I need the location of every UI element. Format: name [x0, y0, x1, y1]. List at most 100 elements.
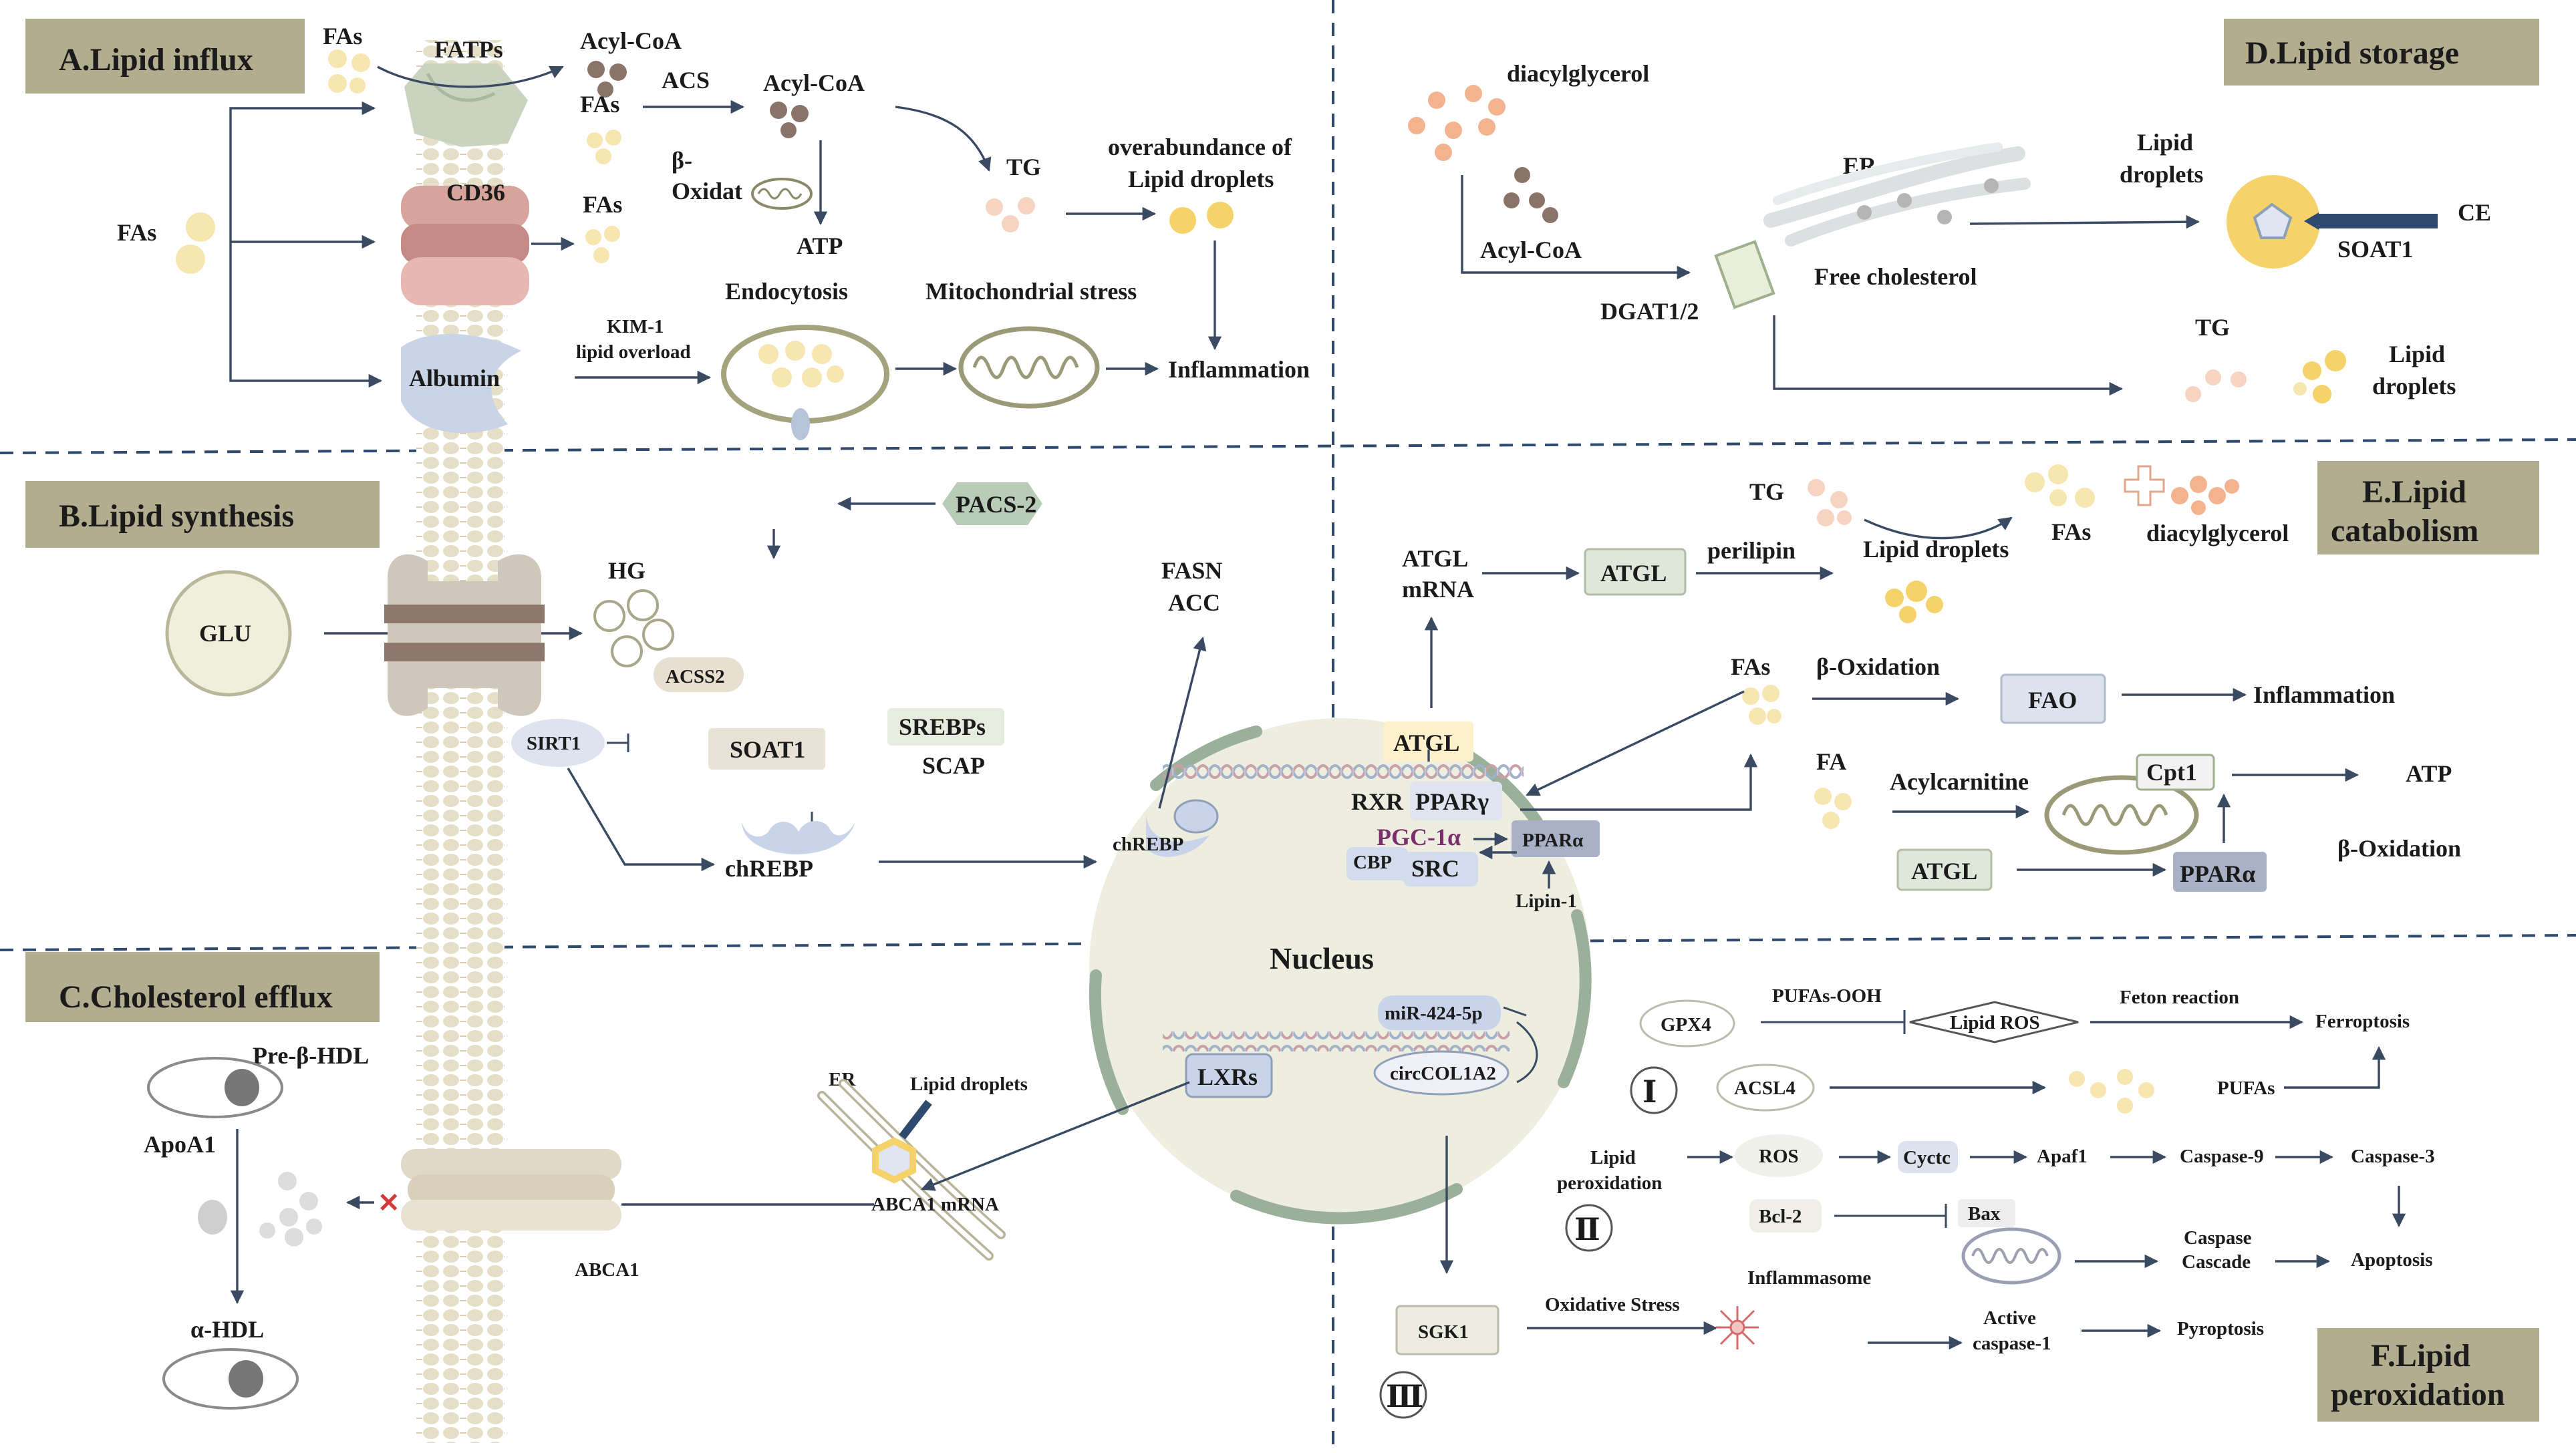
chrebp-nucleus-icon — [1173, 799, 1219, 834]
mir424-box — [1378, 995, 1501, 1030]
tg-e-label: TG — [1749, 478, 1784, 505]
oxidative-stress-label: Oxidative Stress — [1545, 1294, 1680, 1315]
src-box — [1403, 852, 1478, 886]
pufas-label: PUFAs — [2217, 1078, 2275, 1099]
panel-d: D.Lipid storage diacylglycerol Acyl-CoA … — [1408, 19, 2539, 403]
oxidat-label: Oxidat — [672, 178, 742, 204]
caspase1-label: caspase-1 — [1973, 1333, 2051, 1354]
acsl4-ellipse — [1716, 1064, 1815, 1112]
fas-left-label: FAs — [117, 219, 156, 246]
atp-label: ATP — [797, 232, 843, 259]
kim1-label: KIM-1 — [607, 316, 664, 337]
mitochondrion-small-icon — [751, 178, 813, 210]
perilipin-label: perilipin — [1707, 537, 1796, 564]
pacs2-badge — [942, 482, 1042, 525]
acylcoa-d-label: Acyl-CoA — [1480, 236, 1582, 263]
soat1-b-box — [708, 728, 825, 770]
bax-box — [1958, 1199, 2015, 1227]
roman1-label: Ⅰ — [1642, 1075, 1657, 1109]
apaf1-label: Apaf1 — [2037, 1146, 2088, 1167]
lxrs-box — [1185, 1053, 1273, 1098]
circcol-ellipse — [1373, 1050, 1510, 1096]
er-d-icon — [1714, 142, 2031, 309]
fatps-label: FATPs — [434, 36, 503, 63]
cbp-box — [1346, 847, 1408, 880]
ppar-gamma-box — [1410, 782, 1502, 820]
ppar-alpha-e-box — [2173, 852, 2267, 892]
mitochondrion-icon — [958, 326, 1100, 409]
cbp-label: CBP — [1353, 852, 1392, 873]
lxrs-label: LXRs — [1197, 1064, 1258, 1090]
glu-label: GLU — [199, 620, 251, 647]
droplets-d1-label: droplets — [2120, 161, 2203, 188]
section-c-box — [25, 952, 380, 1022]
lipid-d2-label: Lipid — [2389, 341, 2445, 367]
fa-droplets-top — [328, 49, 370, 94]
lipid-ros-diamond — [1909, 1001, 2079, 1043]
section-e-box — [2317, 461, 2539, 554]
ros-label: ROS — [1759, 1146, 1799, 1167]
acylcoa-top-label: Acyl-CoA — [580, 27, 682, 54]
fa-e-dots — [1814, 788, 1852, 829]
fas-cd36-label: FAs — [583, 191, 622, 218]
section-f-box — [2317, 1328, 2539, 1422]
pufas-ooh-label: PUFAs-OOH — [1772, 985, 1882, 1007]
acsl4-label: ACSL4 — [1734, 1078, 1796, 1099]
fa-droplets-mid — [587, 130, 621, 164]
pyroptosis-label: Pyroptosis — [2177, 1318, 2264, 1339]
atgl-mrna-line1: ATGL — [1402, 545, 1468, 572]
peroxidation-f-label: peroxidation — [1557, 1172, 1662, 1194]
acyl-coa-dots-top — [587, 61, 627, 98]
lipid-droplets-e-label: Lipid droplets — [1863, 536, 2009, 562]
ppar-alpha-e-label: PPARα — [2180, 860, 2255, 887]
dgat-label: DGAT1/2 — [1600, 298, 1699, 325]
panel-f: F.Lipid peroxidation GPX4 PUFAs-OOH Lipi… — [1379, 985, 2539, 1422]
atp-e-label: ATP — [2406, 760, 2452, 787]
srebps-box — [887, 708, 1004, 746]
acyl-coa-dots-mid — [770, 102, 809, 138]
fa-droplets-cd36 — [585, 226, 620, 263]
glu-circle — [165, 570, 292, 697]
feton-label: Feton reaction — [2120, 987, 2239, 1008]
fas-top-label: FAs — [323, 23, 362, 49]
mitochondrion-e-icon — [2044, 775, 2199, 855]
bcl2-label: Bcl-2 — [1759, 1206, 1802, 1227]
srebps-label: SREBPs — [899, 713, 986, 740]
inflammation-e-label: Inflammation — [2253, 681, 2395, 708]
atgl-nuc-box — [1383, 721, 1473, 762]
section-b-box — [25, 481, 380, 548]
caspase-cascade-line2: Cascade — [2182, 1251, 2251, 1273]
glucose-transporter — [384, 554, 545, 716]
apoa1-label: ApoA1 — [144, 1131, 216, 1158]
acss2-label: ACSS2 — [666, 666, 725, 687]
lipid-droplets-yellow — [1169, 202, 1234, 234]
atgl-e2-label: ATGL — [1911, 858, 1977, 884]
tg-d-dots — [2185, 369, 2247, 402]
caspase-cascade-line1: Caspase — [2184, 1227, 2252, 1249]
ppar-alpha-nuc-label: PPARα — [1522, 830, 1583, 851]
panel-c: C.Cholesterol efflux Pre-β-HDL ApoA1 ✕ α… — [25, 952, 1190, 1410]
fao-box — [2000, 673, 2106, 724]
atgl-e-box — [1584, 548, 1687, 596]
section-a-box — [25, 19, 305, 94]
dna-strand-upper — [1163, 764, 1524, 784]
beta-oxidation-e-label: β-Oxidation — [1816, 653, 1940, 680]
albumin-shape — [401, 333, 521, 434]
scap-label: SCAP — [922, 752, 985, 779]
atgl-e2-box — [1896, 848, 1993, 891]
fao-label: FAO — [2028, 687, 2077, 713]
sirt1-label: SIRT1 — [527, 733, 581, 754]
gpx4-label: GPX4 — [1661, 1014, 1711, 1035]
roman3-label: Ⅲ — [1386, 1380, 1423, 1414]
mir424-label: miR-424-5p — [1385, 1003, 1483, 1024]
lipid-overload-label: lipid overload — [576, 341, 691, 363]
roman3-circle — [1379, 1371, 1427, 1419]
acylcoa-mid-label: Acyl-CoA — [763, 69, 865, 96]
tg-label: TG — [1006, 154, 1041, 180]
bax-label: Bax — [1968, 1203, 2001, 1225]
alpha-hdl-label: α-HDL — [190, 1316, 264, 1343]
soat1-d-label: SOAT1 — [2337, 236, 2413, 263]
panel-a: A.Lipid influx FAs FATPs Acyl-CoA FAs FA… — [25, 19, 1310, 440]
section-f-title2: peroxidation — [2331, 1377, 2505, 1412]
abca1-transporter — [401, 1149, 621, 1231]
